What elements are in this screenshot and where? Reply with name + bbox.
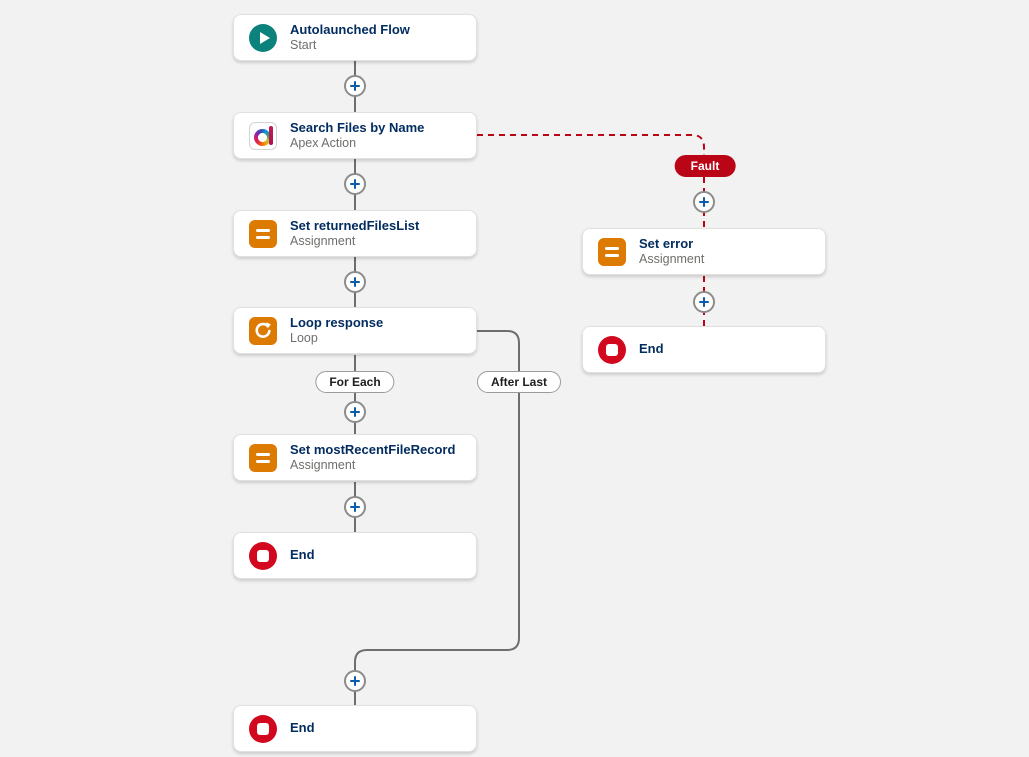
- node-subtitle: Assignment: [639, 251, 705, 266]
- add-element-button[interactable]: [693, 191, 715, 213]
- add-element-button[interactable]: [344, 401, 366, 423]
- play-icon: [249, 23, 277, 52]
- node-subtitle: Assignment: [290, 233, 356, 248]
- end-icon: [249, 541, 277, 570]
- assignment-icon: [598, 237, 626, 266]
- flow-node-search-files[interactable]: Search Files by Name Apex Action: [233, 112, 477, 159]
- node-title: Set returnedFilesList: [290, 217, 420, 233]
- end-icon: [249, 714, 277, 743]
- node-title: Search Files by Name: [290, 119, 425, 135]
- add-element-button[interactable]: [344, 670, 366, 692]
- node-subtitle: Start: [290, 37, 317, 52]
- assignment-icon: [249, 443, 277, 472]
- fault-connector-badge: Fault: [674, 155, 736, 177]
- node-title: End: [290, 547, 315, 563]
- add-element-button[interactable]: [344, 173, 366, 195]
- flow-node-end-fault[interactable]: End: [582, 326, 826, 373]
- node-title: End: [639, 341, 664, 357]
- node-title: Set error: [639, 235, 694, 251]
- assignment-icon: [249, 219, 277, 248]
- loop-icon: [249, 316, 277, 345]
- flow-node-set-returnedfileslist[interactable]: Set returnedFilesList Assignment: [233, 210, 477, 257]
- node-subtitle: Assignment: [290, 457, 356, 472]
- flow-node-end-for-each[interactable]: End: [233, 532, 477, 579]
- node-title: Autolaunched Flow: [290, 21, 410, 37]
- end-icon: [598, 335, 626, 364]
- apex-icon: [249, 121, 277, 150]
- add-element-button[interactable]: [693, 291, 715, 313]
- flow-node-loop-response[interactable]: Loop response Loop: [233, 307, 477, 354]
- flow-node-start[interactable]: Autolaunched Flow Start: [233, 14, 477, 61]
- node-subtitle: Loop: [290, 330, 318, 345]
- node-title: End: [290, 720, 315, 736]
- after-last-connector-label: After Last: [476, 371, 562, 393]
- flow-node-end-final[interactable]: End: [233, 705, 477, 752]
- node-subtitle: Apex Action: [290, 135, 357, 150]
- node-title: Set mostRecentFileRecord: [290, 441, 456, 457]
- node-title: Loop response: [290, 314, 384, 330]
- flow-node-set-error[interactable]: Set error Assignment: [582, 228, 826, 275]
- flow-node-set-mostrecentfilerecord[interactable]: Set mostRecentFileRecord Assignment: [233, 434, 477, 481]
- add-element-button[interactable]: [344, 75, 366, 97]
- for-each-connector-label: For Each: [315, 371, 395, 393]
- add-element-button[interactable]: [344, 496, 366, 518]
- add-element-button[interactable]: [344, 271, 366, 293]
